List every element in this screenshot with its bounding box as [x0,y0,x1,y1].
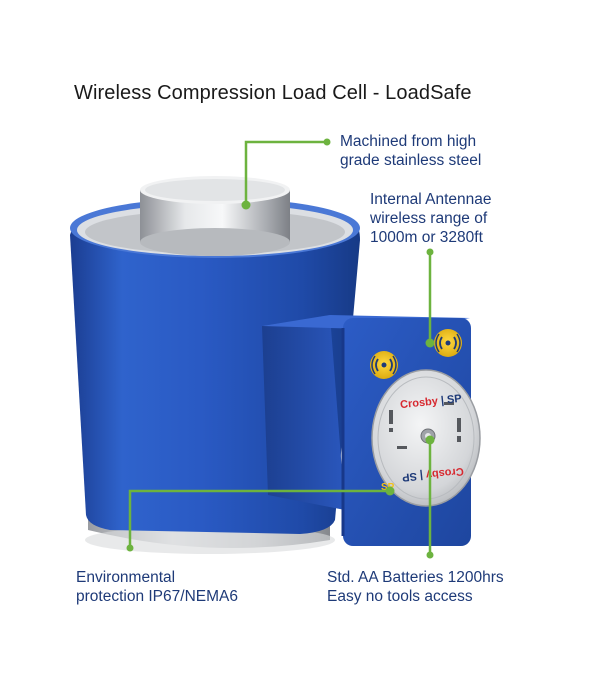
callout-antenna-line1: Internal Antennae [370,191,492,208]
disc-ring [377,376,475,500]
box-side [262,315,345,510]
callout-batteries: Std. AA Batteries 1200hrs Easy no tools … [327,568,504,606]
page-title: Wireless Compression Load Cell - LoadSaf… [74,82,472,104]
wireless-signal-icon [370,351,398,379]
steel-post-bottom [140,228,290,256]
steel-post-face [145,179,285,201]
callout-steel-line1: Machined from high [340,133,477,150]
callout-environment: Environmental protection IP67/NEMA6 [76,568,238,606]
leader-steel-dot [241,200,251,210]
leader-antenna-dot [425,338,435,348]
callout-batteries-line1: Std. AA Batteries 1200hrs [327,569,504,586]
callout-environment-line2: protection IP67/NEMA6 [76,588,238,605]
leader-steel [244,140,327,205]
callout-batteries-line2: Easy no tools access [327,588,473,605]
leader-environment [128,489,390,548]
disc-markings [389,402,461,449]
leader-batteries-end [426,551,434,559]
callout-antenna-line2: wireless range of [370,210,488,227]
leader-environment-end [126,544,134,552]
callout-environment-line1: Environmental [76,569,176,586]
leader-antenna-end [426,248,434,256]
wireless-signal-icon [434,329,462,357]
leader-environment-dot [385,486,395,496]
callout-antenna-line3: 1000m or 3280ft [370,229,483,246]
leader-batteries-dot [425,435,435,445]
callout-steel-line2: grade stainless steel [340,152,482,169]
callout-steel: Machined from high grade stainless steel [340,132,481,170]
leader-steel-end [323,138,331,146]
callout-antenna: Internal Antennae wireless range of 1000… [370,190,492,247]
